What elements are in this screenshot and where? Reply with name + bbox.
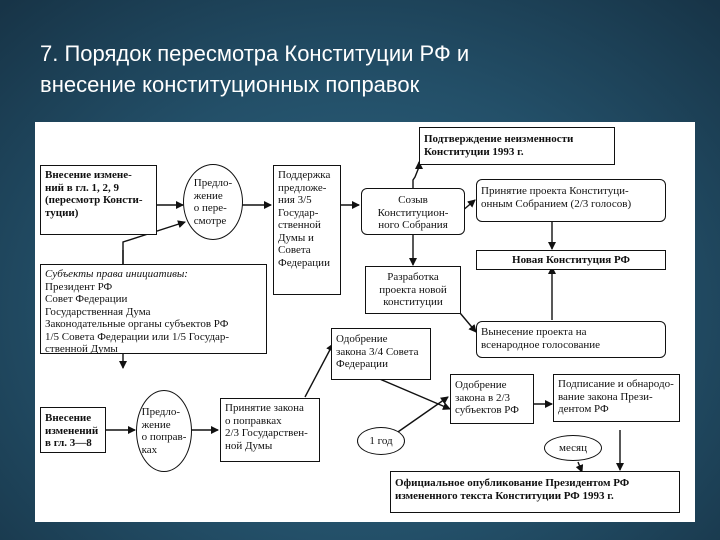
- signing-line-1: Подписание и обнародо-: [558, 378, 674, 390]
- convene-line-3: ного Собрания: [378, 219, 448, 231]
- official-line-2: измененного текста Конституции РФ 1993 г…: [395, 489, 614, 502]
- support-line-3: ния 3/5: [278, 194, 312, 206]
- draft-line-3: конституции: [383, 296, 443, 308]
- adopt-assembly-line-1: Принятие проекта Конституци-: [481, 185, 629, 197]
- official-box: Официальное опубликование Президентом РФ…: [390, 471, 680, 513]
- revision-line-3: (пересмотр Консти-: [45, 194, 143, 206]
- chapters-line-3: в гл. 3—8: [45, 437, 92, 449]
- proposal2-ellipse: Предло- жение о поправ- ках: [136, 390, 192, 472]
- approval-subjects-line-1: Одобрение: [455, 379, 507, 391]
- draft-line-2: проекта новой: [379, 283, 447, 296]
- adopt-law-box: Принятие закона о поправках 2/3 Государс…: [220, 398, 320, 462]
- adopt-law-line-4: ной Думы: [225, 439, 273, 452]
- support-line-2: предложе-: [278, 181, 327, 194]
- one-year-ellipse: 1 год: [357, 427, 405, 455]
- confirm-line-2: Конституции 1993 г.: [424, 145, 524, 158]
- subjects-line-4: Законодательные органы субъектов РФ: [45, 318, 229, 330]
- approval-subjects-line-3: субъектов РФ: [455, 404, 519, 416]
- subjects-line-5: 1/5 Совета Федерации или 1/5 Государ-: [45, 330, 230, 343]
- signing-line-3: дентом РФ: [558, 403, 609, 415]
- approval-fc-line-2: закона 3/4 Совета: [336, 345, 419, 358]
- support-line-6: Думы и: [278, 231, 314, 244]
- arrow-adopt-law-to-fc: [304, 343, 334, 398]
- proposal2-line-2: жение: [141, 418, 171, 431]
- signing-line-2: вание закона Прези-: [558, 390, 653, 403]
- subjects-heading: Субъекты права инициативы:: [45, 268, 188, 280]
- subjects-box: Субъекты права инициативы: Президент РФ …: [40, 264, 267, 354]
- support-line-1: Поддержка: [278, 169, 331, 181]
- proposal1-line-1: Предло-: [193, 177, 233, 189]
- referendum-box: Вынесение проекта на всенародное голосов…: [476, 321, 666, 358]
- draft-line-1: Разработка: [387, 271, 439, 283]
- adopt-law-line-3: 2/3 Государствен-: [225, 427, 308, 439]
- new-constitution-label: Новая Конституция РФ: [512, 254, 630, 266]
- approval-fc-line-1: Одобрение: [336, 333, 388, 345]
- approval-fc-box: Одобрение закона 3/4 Совета Федерации: [331, 328, 431, 380]
- subjects-line-2: Совет Федерации: [45, 293, 128, 305]
- chapters-line-1: Внесение: [45, 412, 92, 424]
- approval-subjects-box: Одобрение закона в 2/3 субъектов РФ: [450, 374, 534, 424]
- title-line-1: 7. Порядок пересмотра Конституции РФ и: [40, 41, 470, 66]
- proposal2-line-1: Предло-: [141, 406, 181, 418]
- proposal2-line-4: ках: [141, 443, 158, 456]
- subjects-line-1: Президент РФ: [45, 280, 113, 293]
- adopt-law-line-1: Принятие закона: [225, 402, 304, 414]
- proposal1-ellipse: Предло- жение о пере- смотре: [183, 164, 243, 240]
- proposal1-line-4: смотре: [193, 214, 227, 227]
- support-line-7: Совета: [278, 244, 311, 256]
- revision-line-4: туции): [45, 206, 79, 219]
- month-ellipse: месяц: [544, 435, 602, 461]
- new-constitution-box: Новая Конституция РФ: [476, 250, 666, 270]
- arrow-convene-to-confirm: [412, 161, 423, 188]
- subjects-line-6: ственной Думы: [45, 343, 118, 354]
- adopt-law-line-2: о поправках: [225, 414, 282, 427]
- approval-subjects-line-2: закона в 2/3: [455, 391, 511, 404]
- convene-line-1: Созыв: [398, 194, 428, 206]
- referendum-line-1: Вынесение проекта на: [481, 326, 587, 338]
- confirm-box: Подтверждение неизменности Конституции 1…: [419, 127, 615, 165]
- official-line-1: Официальное опубликование Президентом РФ: [395, 477, 630, 489]
- diagram-arrows: [106, 161, 624, 473]
- draft-box: Разработка проекта новой конституции: [365, 266, 461, 314]
- revision-line-1: Внесение измене-: [45, 169, 132, 181]
- referendum-line-2: всенародное голосование: [481, 338, 601, 351]
- adopt-assembly-line-2: онным Собранием (2/3 голосов): [481, 197, 632, 210]
- arrow-year-to-subjects: [394, 396, 449, 435]
- month-label: месяц: [559, 441, 587, 454]
- signing-box: Подписание и обнародо- вание закона През…: [553, 374, 680, 422]
- subjects-line-3: Государственная Дума: [45, 305, 151, 318]
- one-year-label: 1 год: [369, 434, 393, 447]
- proposal1-line-3: о пере-: [193, 202, 227, 214]
- adopt-assembly-box: Принятие проекта Конституци- онным Собра…: [476, 179, 666, 222]
- proposal1-line-2: жение: [193, 189, 223, 202]
- arrow-month-to-signing: [575, 461, 584, 473]
- convene-line-2: Конституцион-: [377, 206, 449, 219]
- title-line-2: внесение конституционных поправок: [40, 72, 420, 97]
- slide-title: 7. Порядок пересмотра Конституции РФ и в…: [40, 38, 680, 100]
- revision-line-2: ний в гл. 1, 2, 9: [45, 181, 120, 194]
- support-line-4: Государ-: [278, 206, 319, 219]
- convene-box: Созыв Конституцион- ного Собрания: [361, 188, 465, 235]
- confirm-line-1: Подтверждение неизменности: [424, 133, 574, 145]
- diagram-canvas: Внесение измене- ний в гл. 1, 2, 9 (пере…: [35, 122, 695, 522]
- approval-fc-line-3: Федерации: [336, 358, 388, 370]
- revision-box: Внесение измене- ний в гл. 1, 2, 9 (пере…: [40, 165, 157, 235]
- support-line-5: ственной: [278, 219, 321, 231]
- chapters-line-2: изменений: [45, 424, 99, 437]
- support-box: Поддержка предложе- ния 3/5 Государ- ств…: [273, 165, 341, 295]
- chapters-box: Внесение изменений в гл. 3—8: [40, 407, 106, 453]
- proposal2-line-3: о поправ-: [141, 431, 187, 443]
- support-line-8: Федерации: [278, 256, 330, 269]
- arrow-subjects-to-proposal1: [122, 220, 186, 264]
